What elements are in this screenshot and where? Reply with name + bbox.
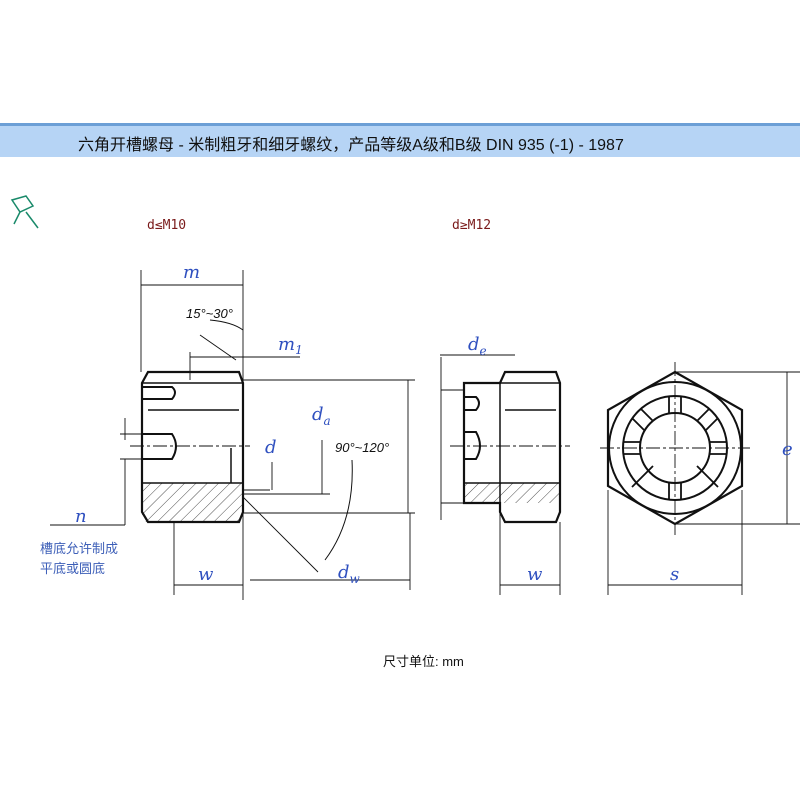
nut-side-view-large bbox=[440, 354, 570, 595]
label-w-left: w bbox=[198, 564, 214, 585]
title-banner: 六角开槽螺母 - 米制粗牙和细牙螺纹，产品等级A级和B级 DIN 935 (-1… bbox=[0, 123, 800, 157]
nut-side-view-small bbox=[50, 270, 415, 600]
label-dw: dw bbox=[338, 562, 361, 586]
units-label: 尺寸单位: mm bbox=[383, 654, 464, 669]
page-title: 六角开槽螺母 - 米制粗牙和细牙螺纹，产品等级A级和B级 DIN 935 (-1… bbox=[78, 137, 624, 154]
condition-right: d≥M12 bbox=[452, 218, 492, 233]
label-m: m bbox=[183, 262, 200, 283]
slot-bottom-note: 槽底允许制成 平底或圆底 bbox=[40, 540, 118, 580]
label-de: de bbox=[468, 334, 487, 358]
label-n: n bbox=[75, 506, 87, 527]
label-d: d bbox=[265, 437, 277, 458]
label-m1: m1 bbox=[278, 334, 303, 357]
note-line: 平底或圆底 bbox=[40, 562, 106, 577]
note-line: 槽底允许制成 bbox=[40, 542, 119, 557]
pushpin-icon[interactable] bbox=[10, 195, 39, 229]
angle-chamfer: 15°~30° bbox=[186, 306, 233, 321]
condition-left: d≤M10 bbox=[147, 218, 187, 233]
label-e: e bbox=[782, 439, 793, 460]
nut-top-view bbox=[600, 362, 800, 595]
label-w-mid: w bbox=[527, 564, 543, 585]
label-da: da bbox=[312, 404, 331, 428]
angle-bearing: 90°~120° bbox=[335, 440, 389, 455]
label-s: s bbox=[670, 564, 679, 585]
